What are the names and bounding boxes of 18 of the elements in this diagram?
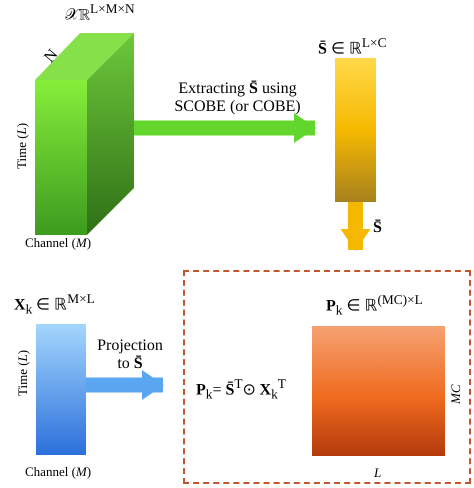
matrix-label: 𝒳ℝ$^{L×M×N}$ xyxy=(65,2,135,24)
matrix-label: P$_{k}$ ∈ ℝ$^{(MC)×L}$ xyxy=(326,293,423,318)
matrix-label: X$_{k}$ ∈ ℝ$^{M×L}$ xyxy=(14,292,95,318)
axis-label: MC xyxy=(449,384,464,404)
axis-label: L xyxy=(374,466,382,480)
arrow xyxy=(340,202,370,251)
axis-label: N xyxy=(41,46,62,66)
edge-label: S̄ xyxy=(373,219,383,237)
matrix-label: S̄ ∈ ℝ$^{L×C}$ xyxy=(318,36,386,58)
axis-label: Channel (M) xyxy=(25,236,92,250)
edge-label: Projection to S̄ xyxy=(96,337,164,372)
arrow xyxy=(134,113,316,143)
edge-label: Extracting S̄ using SCOBE (or COBE) xyxy=(173,80,302,116)
dashed-frame xyxy=(183,270,471,484)
axis-label: Time (L) xyxy=(16,350,30,396)
arrow xyxy=(86,370,164,400)
axis-label: Channel (M) xyxy=(25,465,92,480)
axis-label: Time (L) xyxy=(15,122,30,169)
